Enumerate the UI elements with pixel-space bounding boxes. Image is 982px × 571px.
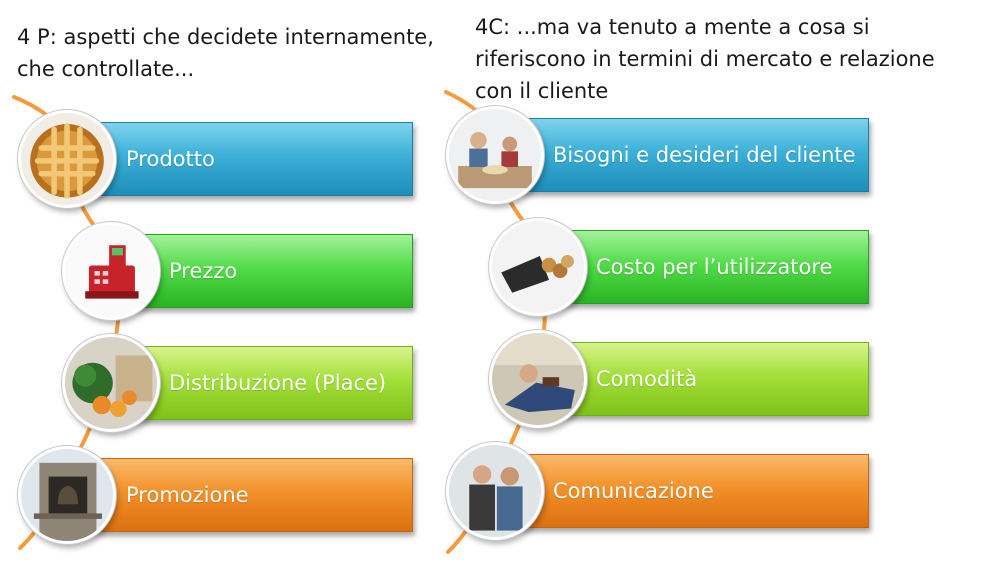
right-item-bisogni: Bisogni e desideri del cliente [497,118,869,192]
right-item-label: Bisogni e desideri del cliente [553,143,856,167]
left-item-label: Promozione [126,483,249,507]
right-item-comunicazione: Comunicazione [497,454,869,528]
relaxing-person-icon [489,330,587,428]
left-item-promozione: Promozione [70,458,413,532]
bell-tower-icon [18,446,116,544]
left-heading: 4 P: aspetti che decidete internamente, … [17,25,434,81]
left-item-prodotto: Prodotto [70,122,413,196]
right-heading: 4C: ...ma va tenuto a mente a cosa si ri… [475,15,935,103]
family-dinner-icon [446,106,544,204]
left-item-label: Prodotto [126,147,215,171]
left-item-label: Prezzo [169,259,238,283]
right-item-label: Costo per l’utilizzatore [596,255,833,279]
produce-icon [62,334,160,432]
pie-icon [18,110,116,208]
right-item-label: Comunicazione [553,479,714,503]
left-item-distribuzione: Distribuzione (Place) [113,346,413,420]
two-men-talking-icon [446,442,544,540]
right-item-costo: Costo per l’utilizzatore [540,230,869,304]
cash-register-icon [62,222,160,320]
wallet-icon [489,218,587,316]
left-item-prezzo: Prezzo [113,234,413,308]
right-item-comodita: Comodità [540,342,869,416]
left-item-label: Distribuzione (Place) [169,371,387,395]
right-item-label: Comodità [596,367,698,391]
